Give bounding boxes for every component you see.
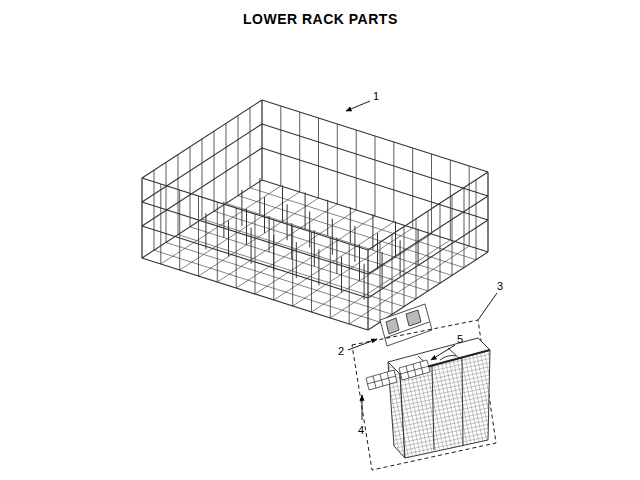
- rack-wire: [238, 116, 239, 196]
- rack-wire: [359, 245, 360, 281]
- rack-wire: [291, 223, 292, 259]
- rack-wire: [476, 180, 477, 260]
- callout-number: 5: [457, 333, 463, 345]
- rack-wire: [395, 221, 396, 257]
- rack-wire: [202, 139, 203, 219]
- rack-wire: [226, 123, 227, 203]
- rack-wire: [375, 136, 376, 216]
- rack-wire: [296, 242, 297, 278]
- rack-wire: [431, 154, 432, 234]
- lower-rack: [142, 100, 488, 330]
- basket-cover: [366, 370, 397, 390]
- diagram-title: LOWER RACK PARTS: [243, 11, 398, 27]
- rack-wire: [205, 213, 206, 249]
- rack-wire: [166, 162, 167, 242]
- rack-wire: [488, 172, 489, 252]
- rack-wire: [246, 209, 247, 245]
- rack-wire: [142, 178, 143, 258]
- rack-wire: [330, 240, 450, 318]
- rack-wire: [450, 160, 451, 240]
- rack-wire: [259, 178, 260, 214]
- rack-wire: [341, 257, 342, 293]
- rack-wire: [269, 216, 270, 252]
- rack-wire: [318, 249, 319, 285]
- rack-wire: [178, 155, 179, 235]
- rack-wire: [190, 147, 191, 227]
- rack-wire: [332, 219, 333, 255]
- rack-wire: [214, 131, 215, 211]
- rack-wire: [488, 172, 489, 252]
- rack-wire: [250, 108, 251, 188]
- rack-wire: [382, 252, 383, 288]
- callout-number: 2: [338, 345, 344, 357]
- rack-wire: [154, 170, 155, 250]
- leader-lines: [346, 101, 497, 420]
- rack-wire: [469, 166, 470, 246]
- rack-wire: [314, 230, 315, 266]
- rack-wire: [364, 264, 365, 300]
- rack-wire: [251, 228, 252, 264]
- rack-wire: [356, 130, 357, 210]
- rack-wire: [393, 142, 394, 222]
- rack-wire: [354, 226, 355, 262]
- rack-wire: [273, 235, 274, 271]
- callout-number: 3: [497, 280, 503, 292]
- rack-wire: [312, 234, 432, 312]
- rack-wire: [377, 233, 378, 269]
- silverware-basket: [388, 338, 490, 458]
- rack-wire: [280, 106, 281, 186]
- rack-wire: [299, 112, 300, 192]
- rack-wire: [305, 193, 306, 229]
- callout-number: 1: [373, 90, 379, 102]
- rack-clip: [380, 304, 432, 346]
- rack-wire: [241, 190, 242, 226]
- rack-wire: [287, 204, 288, 240]
- rack-wire: [412, 148, 413, 228]
- assembly-bracket: [352, 320, 496, 470]
- rack-wire: [337, 124, 338, 204]
- basket-cover: [399, 360, 430, 380]
- rack-wire: [142, 178, 143, 258]
- rack-wire: [350, 207, 351, 243]
- rack-wire: [262, 100, 263, 180]
- rack-wire: [400, 240, 401, 276]
- rack-wire: [228, 221, 229, 257]
- rack-wire: [336, 238, 337, 274]
- rack-wire: [309, 212, 310, 248]
- rack-wire: [282, 185, 283, 221]
- rack-wire: [264, 197, 265, 233]
- rack-wire: [262, 100, 263, 180]
- callout-number: 4: [358, 424, 364, 436]
- rack-wire: [318, 118, 319, 198]
- rack-wire: [223, 202, 224, 238]
- rack-wire: [418, 229, 419, 265]
- rack-wire: [327, 200, 328, 236]
- rack-wire: [372, 214, 373, 250]
